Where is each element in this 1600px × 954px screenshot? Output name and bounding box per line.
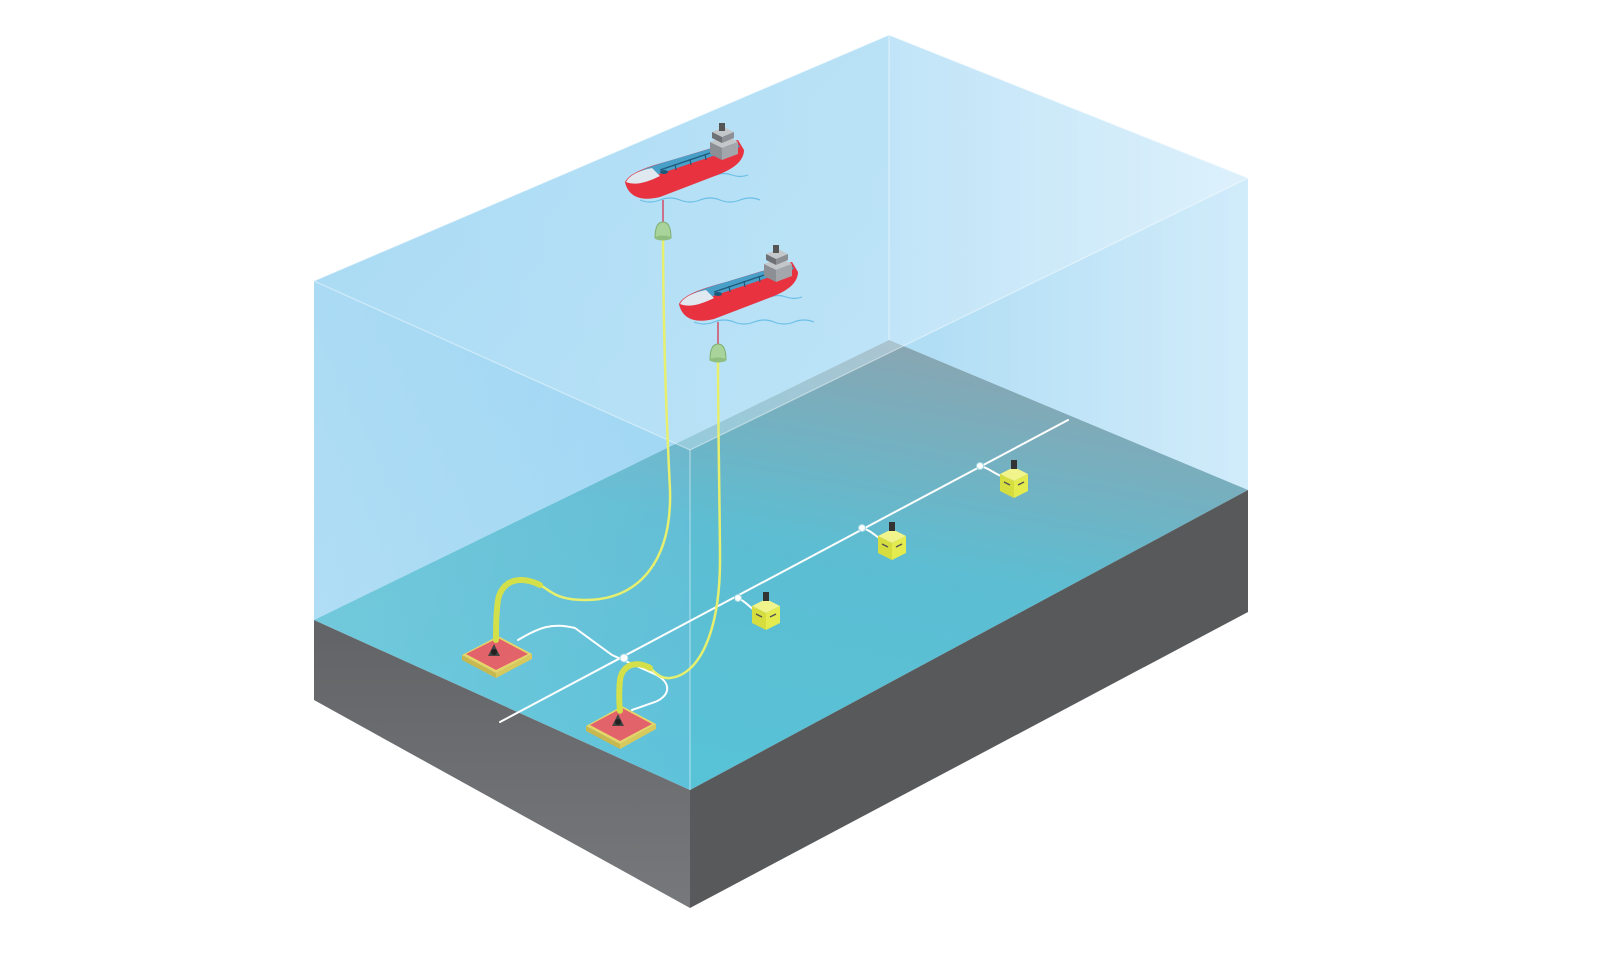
- anchor-pad-1: [462, 636, 532, 678]
- mooring-lines: [662, 200, 719, 345]
- riser-buoyancy-sections: [493, 577, 653, 715]
- water-front-right-wall: [690, 178, 1248, 790]
- subsea-module-1: [752, 592, 780, 630]
- branch-cable-pad-2: [611, 654, 669, 711]
- cable-junctions: [619, 462, 984, 663]
- water-surface: [314, 35, 1248, 450]
- seabed-front-face: [314, 620, 690, 908]
- seabed-side-face: [690, 490, 1248, 908]
- ship-tanker-2: [679, 245, 815, 325]
- riser-2: [648, 353, 722, 680]
- branch-cable-pad-1: [517, 624, 613, 656]
- riser-1: [538, 230, 672, 602]
- trunk-cable: [499, 419, 1069, 723]
- risers: [538, 230, 722, 680]
- ship-tanker-1: [625, 123, 761, 203]
- anchor-pad-2: [586, 706, 656, 749]
- water-front-left-wall: [314, 281, 690, 790]
- buoy-2: [709, 343, 727, 363]
- buoy-1: [654, 221, 672, 241]
- subsea-module-3: [1000, 460, 1028, 498]
- tank-edges: [313, 34, 1249, 790]
- subsea-module-2: [878, 522, 906, 560]
